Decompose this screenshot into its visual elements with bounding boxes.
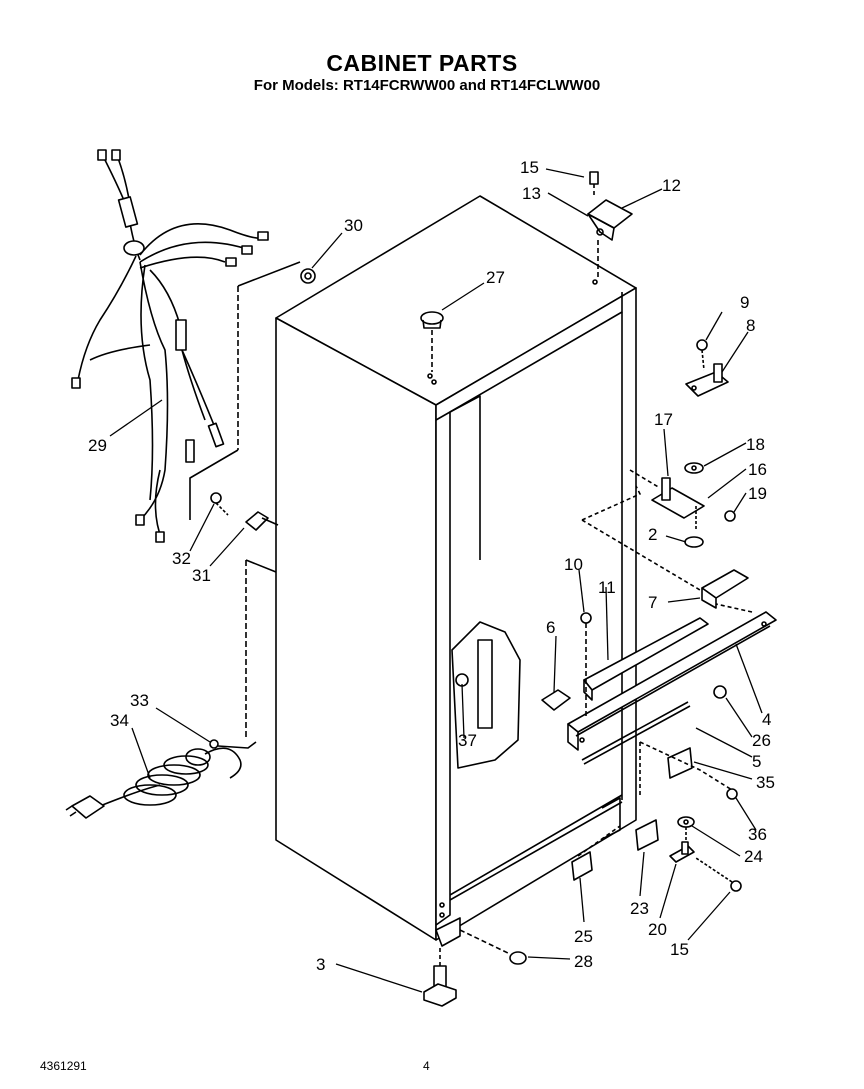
- callout-24: 24: [744, 847, 763, 866]
- callout-32: 32: [172, 549, 191, 568]
- callout-17: 17: [654, 410, 673, 429]
- callout-34: 34: [110, 711, 129, 730]
- callout-37: 37: [458, 731, 477, 750]
- ground-bracket: [210, 492, 279, 531]
- callout-7: 7: [648, 593, 657, 612]
- part-number: 4361291: [40, 1059, 87, 1073]
- callout-4: 4: [762, 710, 771, 729]
- callout-23: 23: [630, 899, 649, 918]
- callout-35: 35: [756, 773, 775, 792]
- callout-20: 20: [648, 920, 667, 939]
- wire-harness: [71, 149, 301, 543]
- callout-12: 12: [662, 176, 681, 195]
- callout-26: 26: [752, 731, 771, 750]
- callout-28: 28: [574, 952, 593, 971]
- model-subtitle: For Models: RT14FCRWW00 and RT14FCLWW00: [253, 77, 601, 94]
- callout-36: 36: [748, 825, 767, 844]
- callout-6: 6: [546, 618, 555, 637]
- leader-lines: [109, 168, 763, 993]
- callout-15-top: 15: [520, 158, 539, 177]
- callout-15-bottom: 15: [670, 940, 689, 959]
- callout-16: 16: [748, 460, 767, 479]
- callout-18: 18: [746, 435, 765, 454]
- callout-5: 5: [752, 752, 761, 771]
- callout-2: 2: [648, 525, 657, 544]
- page-title: CABINET PARTS: [326, 50, 518, 76]
- callout-8: 8: [746, 316, 755, 335]
- callout-11: 11: [598, 578, 616, 597]
- top-plug: [420, 311, 444, 385]
- power-cord: [65, 559, 277, 819]
- cabinet-body: [275, 195, 637, 947]
- callout-29: 29: [88, 436, 107, 455]
- callout-27: 27: [486, 268, 505, 287]
- callout-33: 33: [130, 691, 149, 710]
- door-rails: [541, 569, 777, 765]
- callout-9: 9: [740, 293, 749, 312]
- callout-13: 13: [522, 184, 541, 203]
- page-number: 4: [423, 1059, 430, 1073]
- callout-10: 10: [564, 555, 583, 574]
- top-hinge: [587, 171, 633, 285]
- lower-hinge: [571, 741, 742, 892]
- callout-30: 30: [344, 216, 363, 235]
- callout-19: 19: [748, 484, 767, 503]
- callout-labels: 15 13 12 30 27 9 8 17 18 16 19 2 29 32 3…: [88, 158, 775, 974]
- grommet: [300, 268, 316, 284]
- callout-3: 3: [316, 955, 325, 974]
- callout-25: 25: [574, 927, 593, 946]
- leveling-leg: [423, 929, 527, 1007]
- upper-door-hinge: [685, 339, 729, 397]
- callout-31: 31: [192, 566, 211, 585]
